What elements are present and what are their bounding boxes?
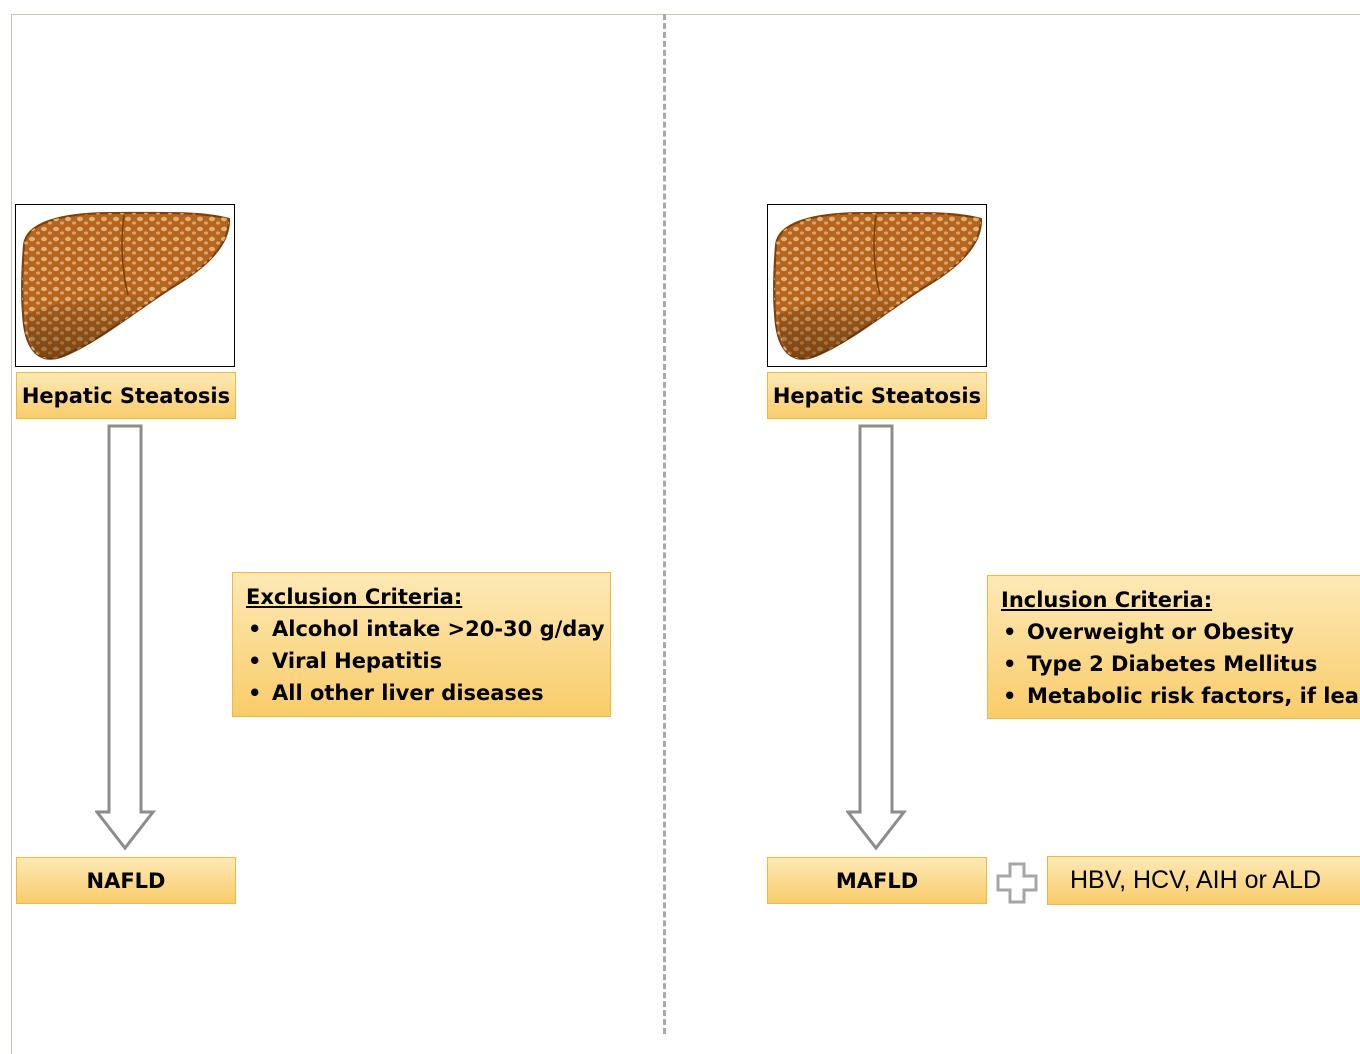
hepatic-steatosis-label-right: Hepatic Steatosis: [767, 372, 987, 419]
panel-divider: [663, 14, 666, 1034]
inclusion-criteria-title: Inclusion Criteria:: [1001, 588, 1213, 612]
inclusion-criteria-item: Overweight or Obesity: [1001, 616, 1360, 648]
diagram-frame: [11, 14, 1360, 1054]
liver-illustration-right: [767, 204, 987, 367]
exclusion-criteria-list: Alcohol intake >20-30 g/day Viral Hepati…: [246, 613, 610, 709]
inclusion-criteria-list: Overweight or Obesity Type 2 Diabetes Me…: [1001, 616, 1360, 712]
down-arrow-left: [95, 424, 157, 851]
exclusion-criteria-item: All other liver diseases: [246, 677, 610, 709]
inclusion-criteria-box: Inclusion Criteria: Overweight or Obesit…: [987, 575, 1360, 719]
inclusion-criteria-item: Metabolic risk factors, if lean: [1001, 680, 1360, 712]
exclusion-criteria-item: Viral Hepatitis: [246, 645, 610, 677]
inclusion-criteria-item: Type 2 Diabetes Mellitus: [1001, 648, 1360, 680]
plus-outline-icon: [996, 862, 1038, 904]
nafld-label: NAFLD: [16, 857, 236, 904]
hepatic-steatosis-label-left: Hepatic Steatosis: [16, 372, 236, 419]
hbv-hcv-aih-ald-label: HBV, HCV, AIH or ALD: [1047, 856, 1360, 905]
exclusion-criteria-box: Exclusion Criteria: Alcohol intake >20-3…: [232, 572, 611, 717]
mafld-label: MAFLD: [767, 857, 987, 904]
liver-icon: [21, 211, 231, 360]
down-arrow-right: [846, 424, 908, 851]
exclusion-criteria-title: Exclusion Criteria:: [246, 585, 463, 609]
liver-icon: [773, 211, 983, 360]
liver-illustration-left: [15, 204, 235, 367]
exclusion-criteria-item: Alcohol intake >20-30 g/day: [246, 613, 610, 645]
